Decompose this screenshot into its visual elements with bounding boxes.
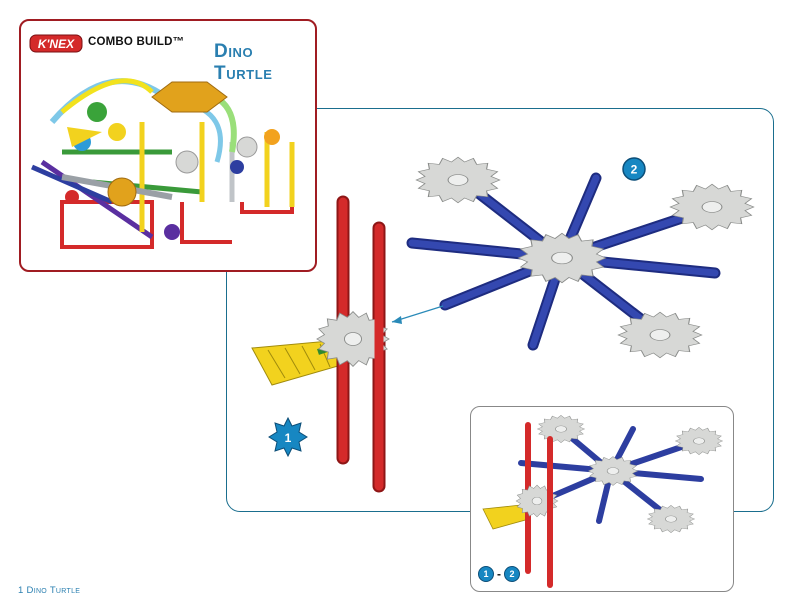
range-start-badge: 1 xyxy=(478,566,494,582)
result-illustration xyxy=(471,407,733,591)
result-preview-box: 1 - 2 xyxy=(470,406,734,592)
step-1-number: 1 xyxy=(285,431,292,445)
step-2-number: 2 xyxy=(631,163,638,177)
footer-title: Dino Turtle xyxy=(27,585,81,596)
page-number: 1 xyxy=(18,585,24,596)
step-range-label: 1 - 2 xyxy=(478,566,520,582)
step-2-badge: 2 xyxy=(623,158,645,180)
gray-connectors xyxy=(416,157,754,358)
range-separator: - xyxy=(497,567,501,581)
step-1-badge: 1 xyxy=(269,418,307,456)
range-end-badge: 2 xyxy=(504,566,520,582)
page-footer: 1 Dino Turtle xyxy=(18,585,80,596)
assembly-arrow xyxy=(392,306,443,324)
